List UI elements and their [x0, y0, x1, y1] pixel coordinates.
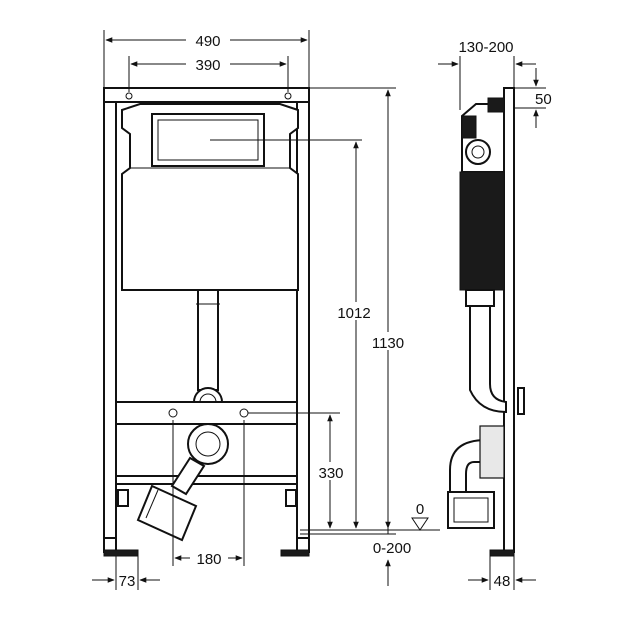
side-valve-cap: [487, 97, 505, 113]
side-valve-dark: [461, 115, 477, 139]
foot-adjuster-right: [285, 489, 297, 507]
drain-connector: [187, 423, 229, 465]
side-cistern-base: [465, 289, 495, 307]
side-valve-wheel-inner: [471, 145, 485, 159]
dim-top-offset: 50: [535, 91, 552, 108]
dim-frame-depth: 48: [494, 573, 511, 590]
left-frame-post: [103, 87, 117, 539]
side-valve-wheel: [465, 139, 491, 165]
flush-pipe: [197, 289, 219, 391]
front-view: [103, 87, 310, 557]
side-flush-pipe: [469, 305, 507, 414]
drain-pipe: [136, 484, 198, 542]
side-dimensions: 130-200 50 48: [438, 39, 552, 590]
left-foot-plate: [103, 549, 139, 557]
dim-hole-spacing: 390: [195, 57, 220, 74]
front-dimensions: 490 390 1012 1130 330 0-200 0: [92, 30, 440, 590]
top-rail: [103, 87, 310, 103]
side-drain-collar: [479, 425, 505, 479]
dim-depth-adjust: 130-200: [458, 39, 513, 56]
side-foot-plate: [489, 549, 515, 557]
right-foot-plate: [280, 549, 310, 557]
dim-outlet-height: 330: [318, 465, 343, 482]
side-drain-outlet-inner: [453, 497, 489, 523]
dim-foot-offset: 73: [119, 573, 136, 590]
mount-hole-right: [284, 92, 292, 100]
side-cistern: [459, 171, 505, 291]
dim-cistern-height: 1012: [337, 305, 370, 322]
stud-hole-left: [168, 408, 178, 418]
foot-adjuster-left: [117, 489, 129, 507]
dim-frame-height: 1130: [372, 335, 404, 352]
side-frame-post: [503, 87, 515, 553]
side-drain-outlet: [447, 491, 495, 529]
floor-reference-label: 0: [416, 501, 424, 518]
mount-hole-left: [125, 92, 133, 100]
floor-reference-marker: [411, 517, 429, 531]
side-view: [447, 87, 525, 557]
right-frame-post: [296, 87, 310, 539]
dim-floor-adjust: 0-200: [373, 540, 411, 557]
dim-frame-width: 490: [195, 33, 220, 50]
drain-connector-inner: [195, 431, 221, 457]
drain-elbow: [170, 456, 206, 496]
side-bracket: [517, 387, 525, 415]
drain-pipe-rim: [145, 489, 159, 519]
dim-outlet-spacing: 180: [196, 551, 221, 568]
bottom-rail: [115, 475, 298, 485]
